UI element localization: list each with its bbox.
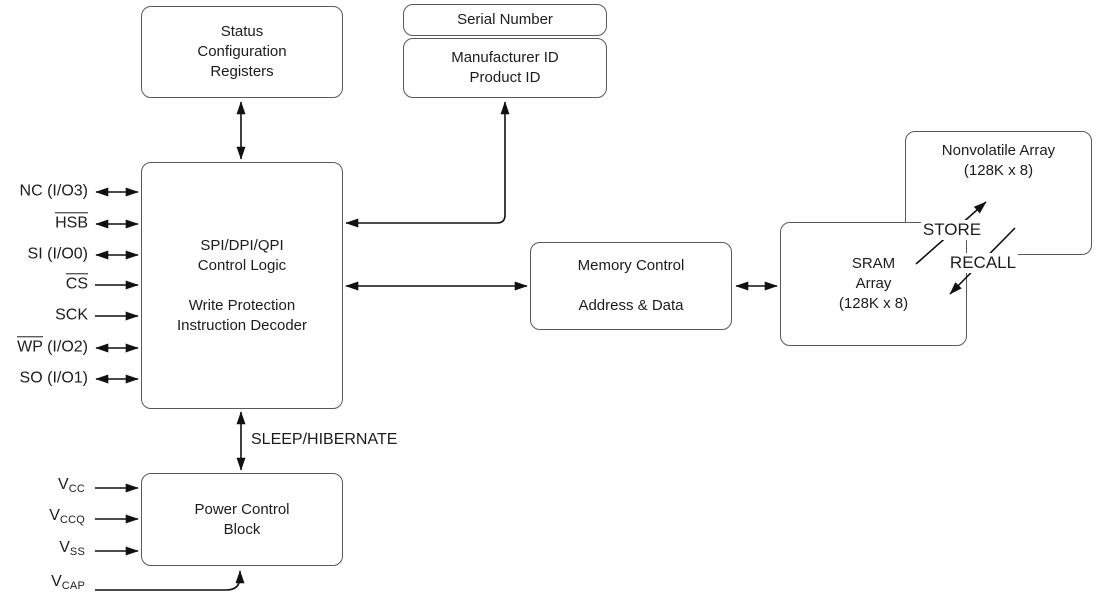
recall-label: RECALL [947,253,1019,273]
memory-control-box: Memory Control Address & Data [530,242,732,330]
arrow-control-id-registers [345,101,510,228]
sleep-hibernate-label: SLEEP/HIBERNATE [251,431,398,448]
pin-overline: CS [65,273,88,293]
pin-label-vss: VSS [59,539,85,559]
pin-label-nc-io3: NC (I/O3) [19,182,88,200]
pin-label-so-io1: SO (I/O1) [19,369,88,387]
spi-control-logic-box: SPI/DPI/QPI Control Logic Write Protecti… [141,162,343,409]
pin-overline: WP [17,336,43,356]
store-label: STORE [920,220,984,240]
pin-label-wp-io2: WP (I/O2) [17,336,88,356]
pin-subscript: CC [68,483,85,496]
pin-label-si-io0: SI (I/O0) [27,245,88,263]
manufacturer-product-id-box: Manufacturer ID Product ID [403,38,607,98]
pin-overline: HSB [55,212,88,232]
pin-subscript: CAP [61,580,85,593]
pin-label-vcc: VCC [58,476,85,496]
pin-label-cs: CS [65,273,88,293]
pin-label-sck: SCK [55,306,88,324]
pin-label-hsb: HSB [55,212,88,232]
power-control-block-box: Power Control Block [141,473,343,566]
pin-subscript: CCQ [59,514,85,527]
pin-subscript: SS [69,546,85,559]
status-configuration-registers-box: Status Configuration Registers [141,6,343,98]
arrow-pin-vcap [95,570,245,591]
pin-label-vccq: VCCQ [49,507,85,527]
pin-label-vcap: VCAP [51,573,85,593]
sram-array-box: SRAM Array (128K x 8) [780,222,967,346]
serial-number-box: Serial Number [403,4,607,36]
